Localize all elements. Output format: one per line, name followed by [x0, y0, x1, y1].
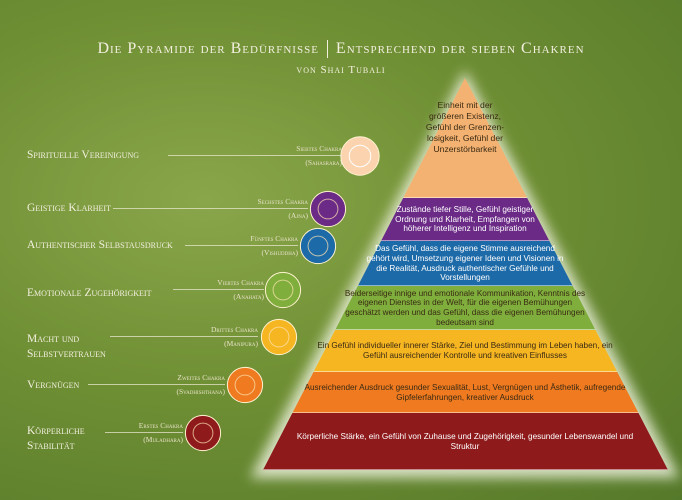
- band-description-text: Zustände tiefer Stille, Gefühl geistiger…: [395, 205, 535, 234]
- chakra-label: Sechstes Chakra (Ajna): [258, 195, 309, 223]
- chakra-label: Drittes Chakra (Manipura): [211, 323, 258, 351]
- chakra-label: Siebtes Chakra (Sahasrara): [296, 142, 342, 170]
- band-description-text: Das Gefühl, dass die eigene Stimme ausre…: [366, 244, 564, 283]
- need-label: Vergnügen: [27, 379, 80, 391]
- connector-line: [110, 336, 258, 337]
- chakra-symbol-icon: [226, 366, 264, 404]
- chakra-name: Drittes Chakra: [210, 325, 258, 334]
- title-left: Die Pyramide der Bedürfnisse: [97, 40, 319, 57]
- chakra-symbol-icon: [309, 190, 347, 228]
- chakra-symbol-icon: [184, 414, 222, 452]
- title-divider: [326, 40, 328, 59]
- chakra-inner-ring-icon: [268, 326, 290, 348]
- band-description-text: Ein Gefühl individueller innerer Stärke,…: [317, 341, 613, 360]
- band-description: Beiderseitige innige und emotionale Komm…: [342, 288, 588, 328]
- chakra-name: Fünftes Chakra: [250, 234, 298, 243]
- chakra-sanskrit-name: (Manipura): [224, 339, 258, 348]
- band-description-text: Beiderseitige innige und emotionale Komm…: [344, 288, 586, 327]
- connector-line: [173, 289, 264, 290]
- chakra-name: Viertes Chakra: [217, 278, 264, 287]
- chakra-sanskrit-name: (Svadhishthana): [176, 387, 225, 396]
- band-description: Ausreichender Ausdruck gesunder Sexualit…: [295, 374, 635, 411]
- band-divider: [263, 412, 668, 413]
- pyramid-band: [263, 372, 668, 413]
- band-divider: [263, 371, 668, 372]
- band-divider: [263, 329, 668, 330]
- author: von Shai Tubali: [296, 64, 386, 76]
- chakra-name: Sechstes Chakra: [257, 197, 309, 206]
- chakra-symbol-icon: [260, 318, 298, 356]
- chakra-sanskrit-name: (Ajna): [288, 211, 308, 220]
- chakra-name: Erstes Chakra: [138, 421, 183, 430]
- chakra-label: Zweites Chakra (Svadhishthana): [176, 371, 225, 399]
- chakra-symbol-icon: [340, 136, 380, 176]
- chakra-sanskrit-name: (Sahasrara): [305, 158, 342, 167]
- chakra-symbol-icon: [299, 227, 337, 265]
- chakra-sanskrit-name: (Anahata): [233, 292, 264, 301]
- need-label: Körperliche Stabilität: [27, 425, 85, 452]
- chakra-inner-ring-icon: [307, 235, 329, 257]
- band-divider: [263, 197, 668, 198]
- band-description-text: Einheit mit der größeren Existenz, Gefüh…: [425, 100, 505, 154]
- chakra-label: Erstes Chakra (Muladhara): [139, 419, 183, 447]
- title-right: Entsprechend der sieben Chakren: [335, 40, 585, 57]
- chakra-symbol-icon: [264, 271, 302, 309]
- need-label: Macht und Selbstvertrauen: [27, 333, 106, 360]
- connector-line: [168, 155, 342, 156]
- chakra-inner-ring-icon: [192, 422, 214, 444]
- band-description: Zustände tiefer Stille, Gefühl geistiger…: [387, 200, 543, 239]
- band-divider: [263, 469, 668, 470]
- chakra-inner-ring-icon: [234, 374, 256, 396]
- need-label: Emotionale Zugehörigkeit: [27, 287, 152, 299]
- chakra-inner-ring-icon: [317, 198, 339, 220]
- chakra-inner-ring-icon: [272, 279, 294, 301]
- page-title: Die Pyramide der Bedürfnisse Entsprechend…: [0, 40, 682, 59]
- chakra-name: Siebtes Chakra: [296, 144, 342, 153]
- pyramid-band: [263, 413, 668, 470]
- chakra-sanskrit-name: (Muladhara): [143, 435, 183, 444]
- chakra-label: Fünftes Chakra (Vishuddha): [250, 232, 298, 260]
- chakra-label: Viertes Chakra (Anahata): [217, 276, 264, 304]
- need-label: Authentischer Selbstausdruck: [27, 239, 173, 251]
- need-label: Spirituelle Vereinigung: [27, 149, 140, 161]
- band-description: Ein Gefühl individueller innerer Stärke,…: [315, 332, 615, 370]
- band-description: Körperliche Stärke, ein Gefühl von Zuhau…: [295, 415, 635, 468]
- chakra-name: Zweites Chakra: [177, 373, 225, 382]
- band-description: Einheit mit der größeren Existenz, Gefüh…: [420, 100, 510, 194]
- band-description-text: Körperliche Stärke, ein Gefühl von Zuhau…: [296, 431, 634, 451]
- need-label: Geistige Klarheit: [27, 202, 111, 214]
- band-divider: [263, 240, 668, 241]
- connector-line: [88, 384, 225, 385]
- band-description: Das Gefühl, dass die eigene Stimme ausre…: [365, 243, 565, 284]
- connector-line: [105, 432, 183, 433]
- connector-line: [113, 208, 308, 209]
- connector-line: [185, 245, 298, 246]
- chakra-sanskrit-name: (Vishuddha): [261, 248, 298, 257]
- band-description-text: Ausreichender Ausdruck gesunder Sexualit…: [304, 382, 626, 402]
- band-divider: [263, 285, 668, 286]
- chakra-inner-ring-icon: [348, 144, 372, 168]
